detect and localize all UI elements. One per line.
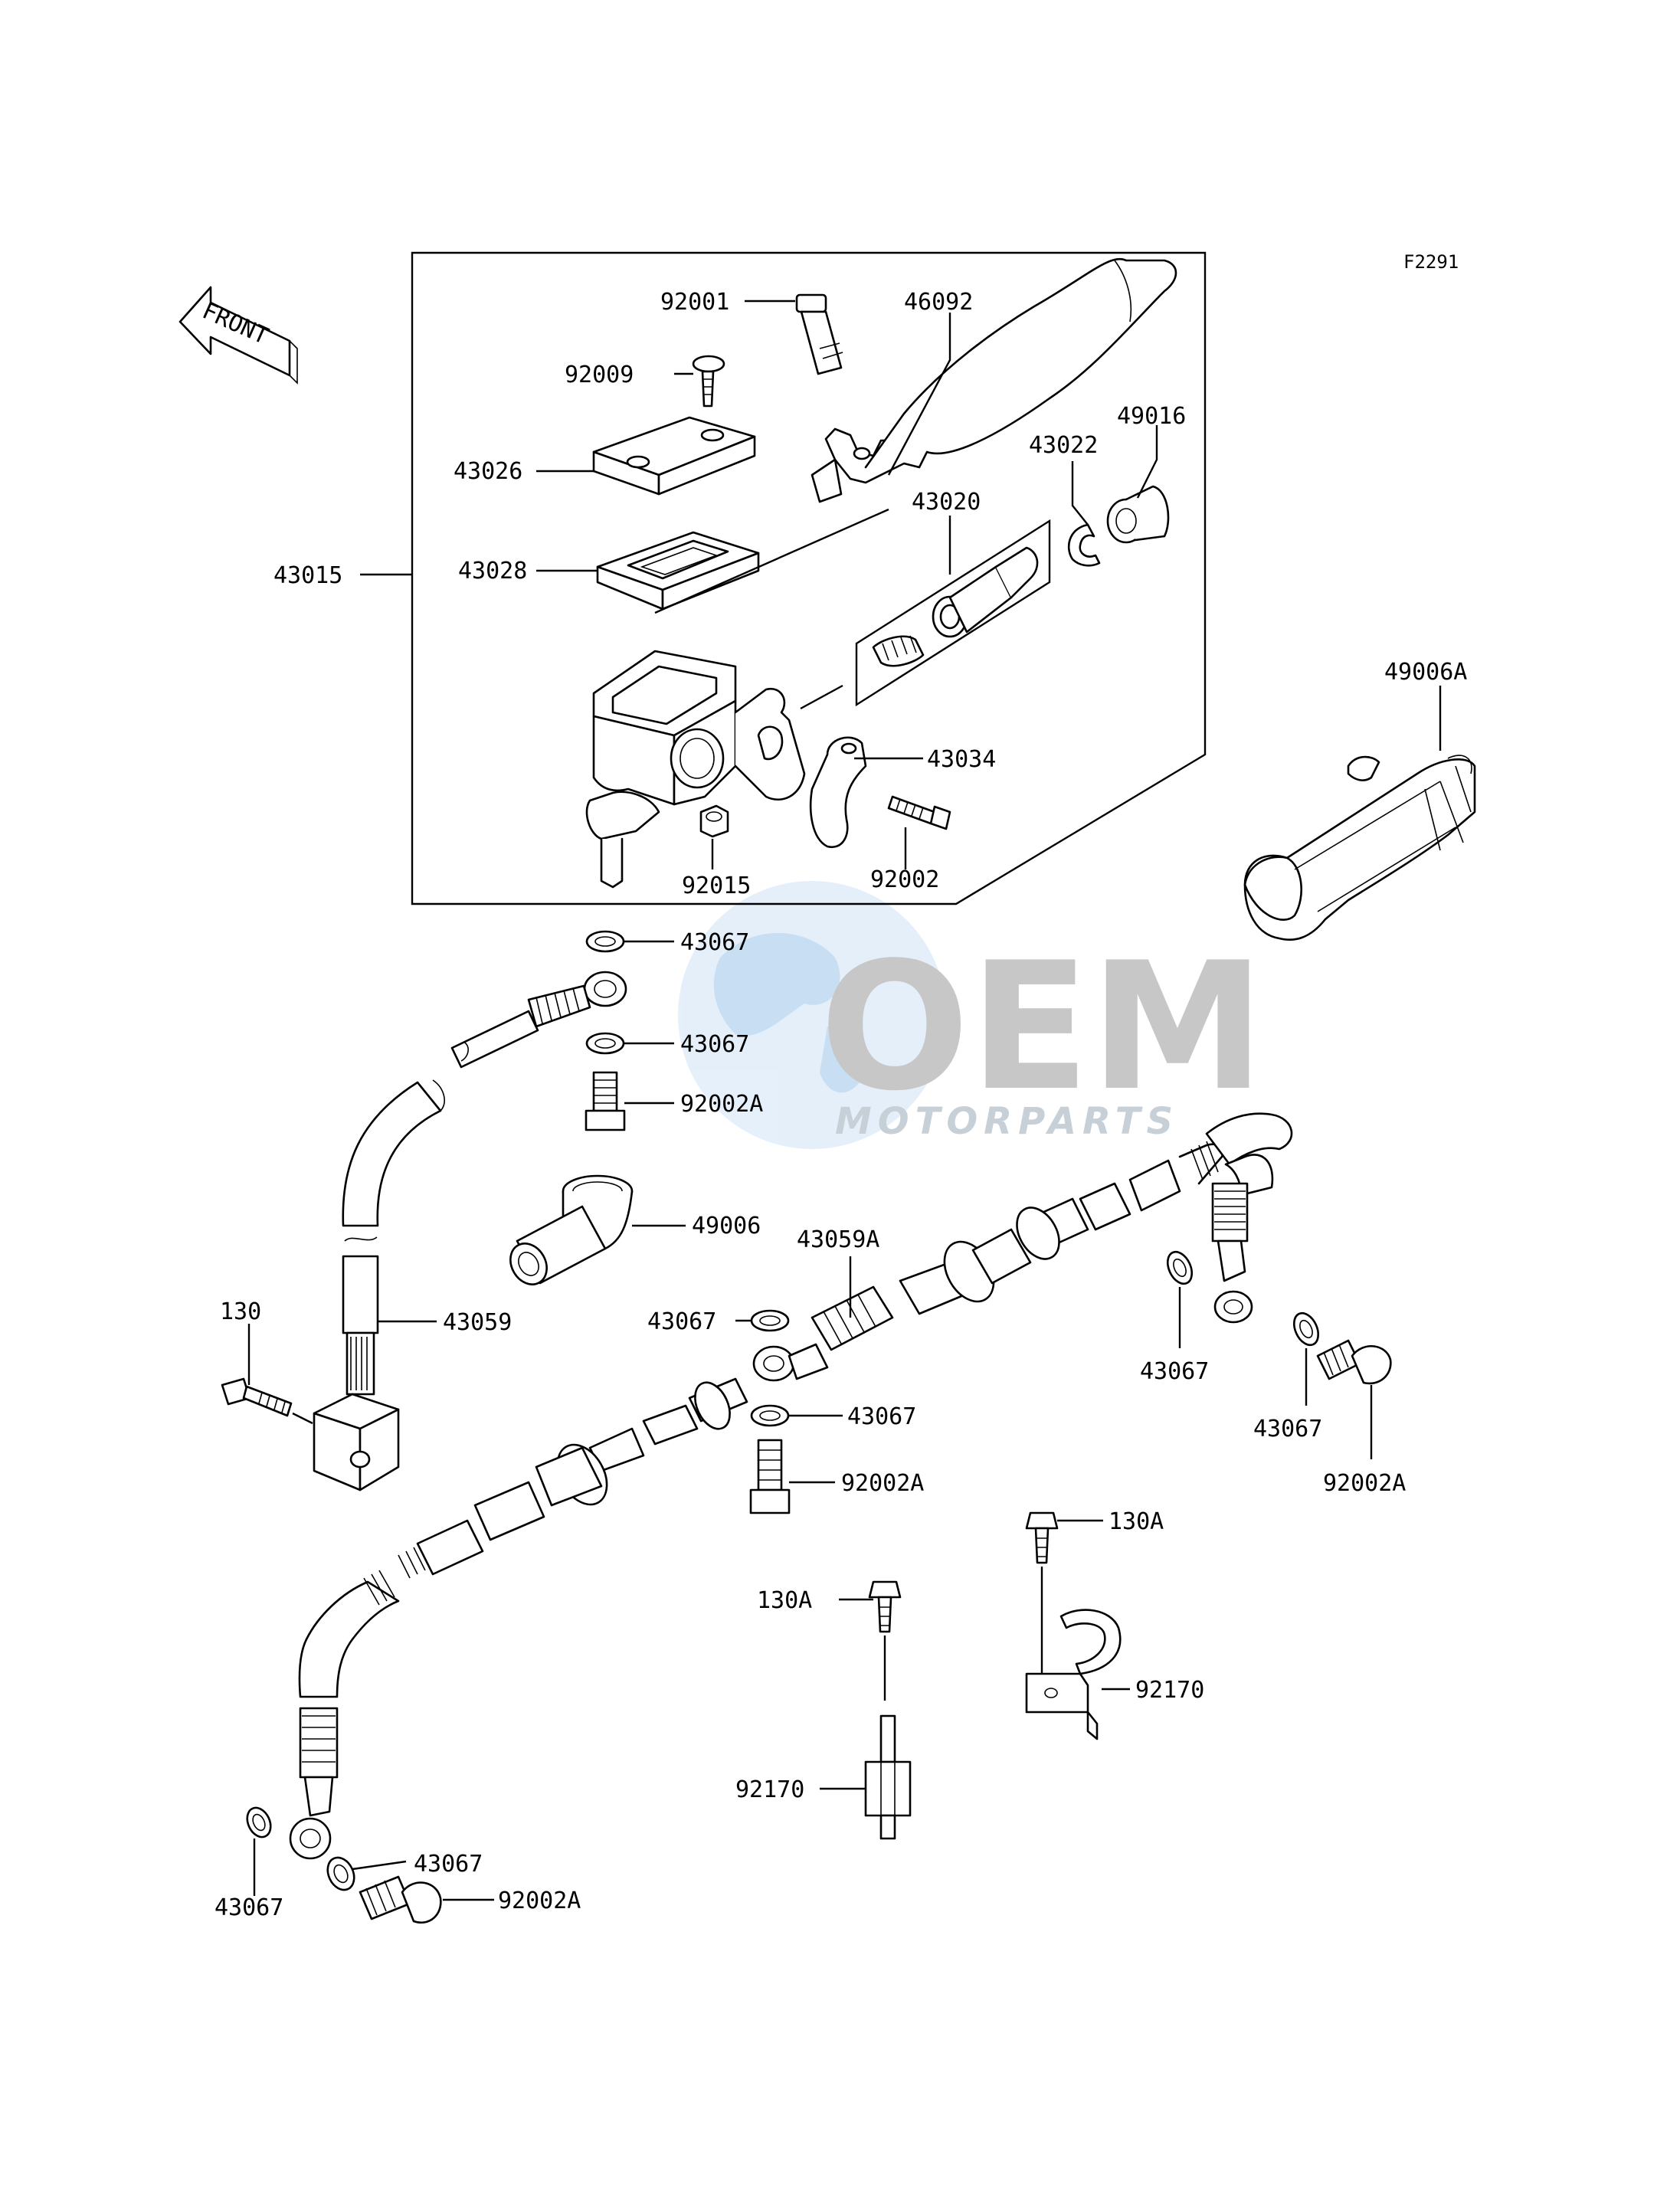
part-130A-bolt-b: [868, 1580, 902, 1633]
part-92002A-bolt-a: [585, 1071, 626, 1131]
callout-49016: 49016: [1117, 403, 1186, 430]
figure-code: F2291: [1403, 251, 1459, 273]
part-43067-washer-f: [1292, 1311, 1320, 1347]
callout-43067-e: 43067: [1140, 1358, 1209, 1385]
callout-43067-f: 43067: [1253, 1416, 1322, 1442]
panel-43020: [855, 519, 1051, 707]
part-43067-washer-d: [750, 1404, 790, 1427]
callout-43034: 43034: [927, 746, 996, 773]
callout-43015: 43015: [273, 562, 342, 589]
callout-92170-a: 92170: [1135, 1677, 1204, 1704]
part-49016-boot: [1106, 485, 1170, 544]
callout-43067-h: 43067: [414, 1851, 483, 1878]
part-130A-bolt-a: [1025, 1511, 1059, 1564]
callout-43020: 43020: [912, 489, 981, 516]
part-92015-nut: [699, 804, 729, 838]
part-49006A-cover: [1243, 755, 1476, 941]
callout-43067-d: 43067: [847, 1403, 916, 1430]
part-49006-boot: [509, 1174, 634, 1285]
callout-49006A: 49006A: [1384, 659, 1467, 686]
callout-43067-g: 43067: [215, 1894, 283, 1921]
part-92002A-bolt-c: [1316, 1339, 1392, 1385]
part-43067-washer-h: [326, 1856, 355, 1891]
part-43067-washer-b: [585, 1032, 625, 1055]
callout-92002A-c: 92002A: [1323, 1470, 1406, 1497]
callout-43067-a: 43067: [680, 929, 749, 956]
leader-line: [654, 508, 889, 614]
leader-line: [800, 684, 843, 710]
part-130-bolt: [221, 1377, 293, 1417]
part-92002A-bolt-d: [359, 1875, 442, 1924]
callout-130: 130: [220, 1298, 261, 1325]
part-92002A-bolt-b: [749, 1439, 791, 1514]
callout-43059A: 43059A: [797, 1226, 879, 1253]
part-43059A-hose-lower: [289, 1343, 829, 1860]
callout-92009: 92009: [565, 362, 634, 388]
part-92170-clamp-b: [864, 1714, 912, 1840]
callout-43067-b: 43067: [680, 1031, 749, 1058]
callout-92002A-a: 92002A: [680, 1091, 763, 1118]
callout-43067-c: 43067: [647, 1308, 716, 1335]
part-92009-screw: [692, 355, 725, 408]
part-43067-washer-c: [750, 1309, 790, 1332]
callout-43028: 43028: [458, 558, 527, 584]
callout-92002A-d: 92002A: [498, 1888, 581, 1914]
callout-43059: 43059: [443, 1309, 512, 1336]
callout-92001: 92001: [660, 289, 729, 316]
watermark-brand: OEM: [820, 925, 1266, 1130]
part-43022-clip: [1067, 523, 1101, 567]
part-43034-clamp: [809, 736, 867, 849]
callout-92002: 92002: [870, 866, 939, 893]
watermark-tagline: MOTORPARTS: [835, 1100, 1179, 1143]
part-43026-cover: [592, 416, 756, 496]
part-43059-banjo: [527, 971, 627, 1028]
front-arrow-icon: FRONT: [178, 286, 298, 385]
part-43015-master-cylinder: [585, 650, 806, 889]
part-43059A-hose: [811, 1112, 1293, 1351]
callout-92002A-b: 92002A: [841, 1470, 924, 1497]
part-92001-bolt: [795, 293, 843, 375]
part-43059-hose: [342, 1010, 539, 1396]
callout-130A-b: 130A: [757, 1587, 812, 1614]
leader-line: [292, 1412, 313, 1425]
callout-92015: 92015: [682, 873, 751, 899]
assembly-43015-box: [411, 251, 1207, 905]
part-43020-piston-kit: [872, 546, 1039, 667]
callout-labels: 92001 46092 92009 49016 43022 43026 4302…: [215, 289, 1467, 1921]
part-46092-lever: [811, 257, 1177, 503]
part-43067-washer-g: [246, 1806, 272, 1838]
watermark: OEM MOTORPARTS: [678, 881, 1266, 1149]
leader-lines: [247, 300, 1442, 1901]
callout-46092: 46092: [904, 289, 973, 316]
part-43028-diaphragm: [596, 531, 760, 611]
callout-49006: 49006: [692, 1213, 761, 1239]
callout-130A-a: 130A: [1109, 1508, 1164, 1535]
part-92002-bolt: [887, 795, 951, 830]
callout-43022: 43022: [1029, 432, 1098, 459]
part-130-block: [313, 1393, 400, 1491]
part-92170-clamp-a: [1025, 1609, 1122, 1740]
callout-92170-b: 92170: [735, 1776, 804, 1803]
callout-43026: 43026: [454, 458, 522, 485]
part-43067-washer-a: [585, 930, 625, 953]
part-43067-washer-e: [1166, 1250, 1194, 1285]
